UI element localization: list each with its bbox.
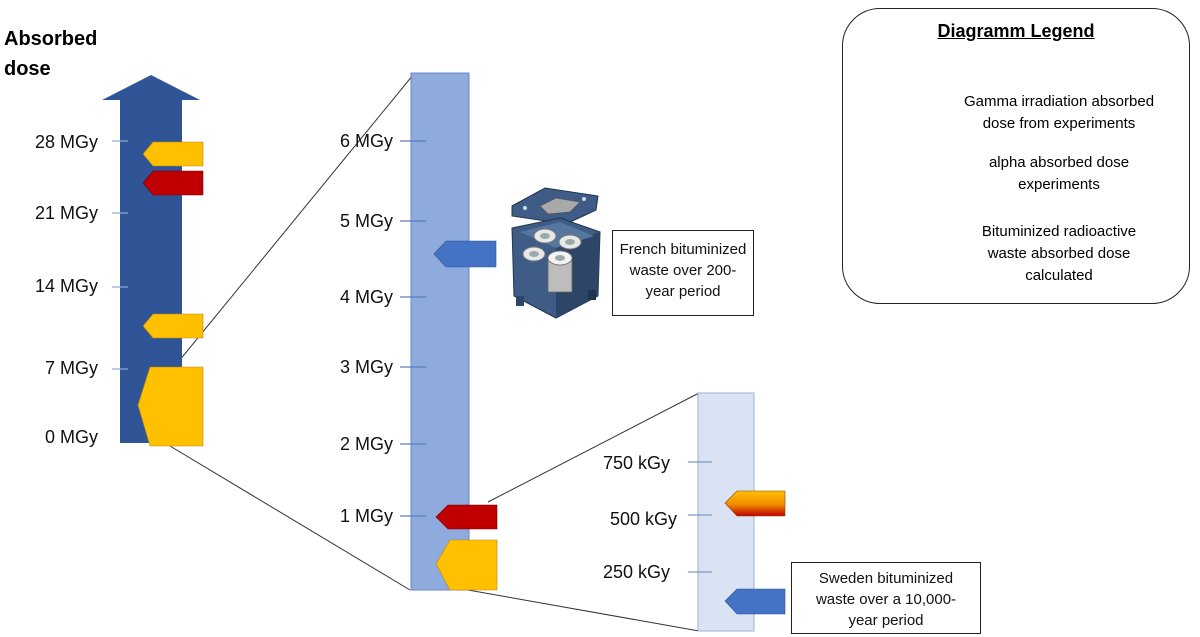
callout-line: waste over 200- — [629, 262, 737, 279]
small-tick-label: 250 kGy — [603, 562, 670, 582]
gamma-marker-large — [435, 539, 498, 591]
legend-title: Diagramm Legend — [937, 21, 1095, 41]
callout-line: French bituminized — [619, 241, 747, 258]
mid-tick-label: 2 MGy — [340, 434, 393, 454]
callout-line: Sweden bituminized — [818, 570, 954, 587]
mid-tick-label: 5 MGy — [340, 211, 393, 231]
legend-line: dose from experiments — [982, 115, 1136, 132]
connector-lower-main — [169, 445, 411, 591]
legend-line: calculated — [1025, 267, 1093, 284]
alpha-marker — [435, 504, 498, 530]
alpha-marker — [142, 170, 204, 196]
main-tick-label: 0 MGy — [45, 427, 98, 447]
mid-tick-label: 6 MGy — [340, 131, 393, 151]
legend-alpha-text: alpha absorbed dose experiments — [939, 152, 1179, 196]
legend-line: alpha absorbed dose — [988, 154, 1130, 171]
bitumen-marker — [433, 240, 497, 268]
gamma-marker — [142, 141, 204, 167]
main-axis-arrow — [102, 75, 200, 443]
callout-line: year period — [645, 283, 721, 300]
callout-line: year period — [848, 612, 924, 629]
main-tick-label: 28 MGy — [35, 132, 98, 152]
axis-title-line: Absorbed — [4, 28, 98, 50]
legend-line: waste absorbed dose — [987, 245, 1131, 262]
mid-tick-label: 4 MGy — [340, 287, 393, 307]
gamma-marker-large — [137, 366, 204, 447]
axis-title-line: dose — [4, 58, 51, 80]
waste-container-illustration — [511, 187, 601, 319]
axis-title: Absorbed dose — [4, 24, 114, 84]
legend-line: Bituminized radioactive — [981, 223, 1137, 240]
connector-upper-mid — [487, 392, 700, 503]
callout-line: waste over a 10,000- — [815, 591, 957, 608]
mid-tick-label: 3 MGy — [340, 357, 393, 377]
gamma-alpha-marker — [724, 490, 786, 517]
main-dose-axis: 0 MGy 7 MGy 14 MGy 21 MGy 28 MGy — [35, 75, 204, 447]
legend-line: Gamma irradiation absorbed — [963, 93, 1155, 110]
small-dose-axis: 250 kGy 500 kGy 750 kGy — [603, 392, 786, 632]
connector-lower-mid — [467, 589, 700, 632]
bitumen-marker — [724, 588, 786, 615]
legend-gamma-text: Gamma irradiation absorbed dose from exp… — [939, 91, 1179, 135]
diagram-legend: Diagramm Legend Gamma irradiation absorb… — [842, 8, 1190, 304]
sweden-waste-callout: Sweden bituminized waste over a 10,000- … — [791, 562, 981, 634]
gamma-marker — [142, 313, 204, 339]
main-tick-label: 7 MGy — [45, 358, 98, 378]
main-tick-label: 21 MGy — [35, 203, 98, 223]
mid-dose-axis: 1 MGy 2 MGy 3 MGy 4 MGy 5 MGy 6 MGy — [340, 72, 498, 591]
main-tick-label: 14 MGy — [35, 276, 98, 296]
small-tick-label: 500 kGy — [610, 509, 677, 529]
mid-tick-label: 1 MGy — [340, 506, 393, 526]
connector-upper-main — [169, 74, 414, 373]
legend-bitumen-text: Bituminized radioactive waste absorbed d… — [939, 221, 1179, 287]
zoom-connectors — [169, 74, 700, 632]
legend-line: experiments — [1018, 176, 1100, 193]
french-waste-callout: French bituminized waste over 200- year … — [612, 230, 754, 316]
mid-axis-bar — [410, 72, 470, 591]
small-tick-label: 750 kGy — [603, 453, 670, 473]
